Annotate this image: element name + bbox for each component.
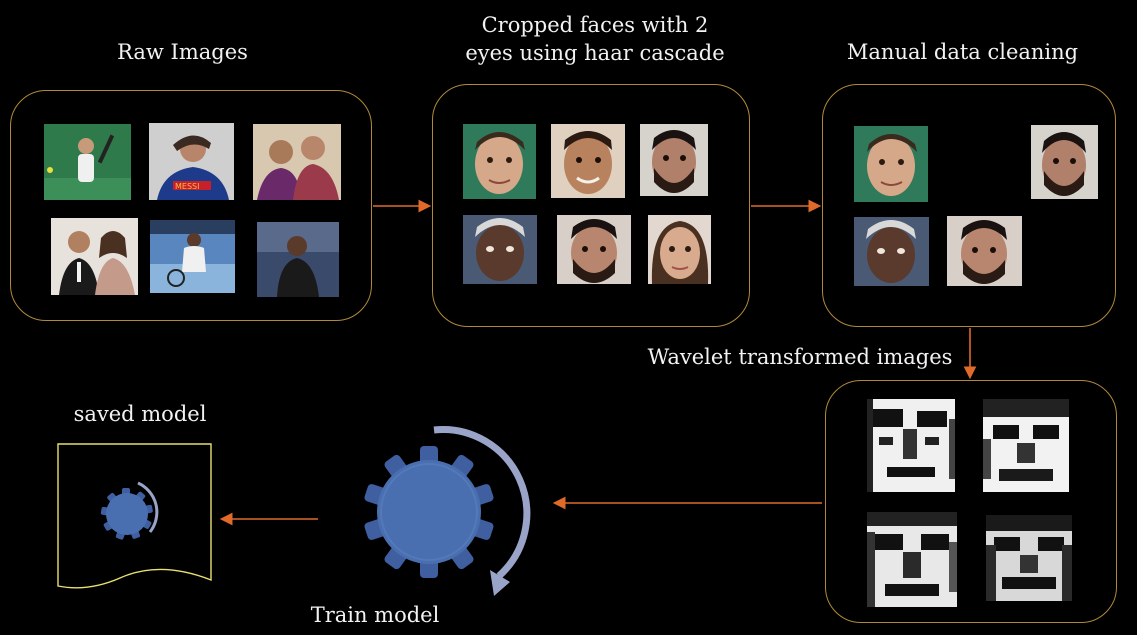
- wavelet-label: Wavelet transformed images: [647, 345, 953, 369]
- gear-icon: [364, 426, 531, 596]
- raw-images-label: Raw Images: [117, 40, 248, 64]
- cropped-faces-label-line1: Cropped faces with 2: [481, 13, 709, 37]
- cleaned-face-serena: [854, 217, 929, 286]
- cleaned-faces-panel: [822, 84, 1116, 327]
- raw-image-serena: [257, 222, 339, 297]
- raw-image-tennis-1: [44, 124, 131, 200]
- wavelet-image-3: [867, 512, 957, 607]
- wavelet-image-1: [867, 399, 955, 492]
- wavelet-image-2: [983, 399, 1069, 492]
- cleaned-face-federer: [854, 126, 928, 202]
- cropped-face-federer: [463, 124, 536, 199]
- cropped-face-kohli-2: [557, 215, 631, 284]
- cropped-face-anushka: [648, 215, 711, 284]
- svg-text:MESSI: MESSI: [175, 182, 199, 191]
- document-icon: [57, 443, 212, 589]
- cropped-faces-label-line2: eyes using haar cascade: [465, 41, 725, 65]
- cropped-face-serena: [463, 215, 537, 284]
- cropped-faces-label: Cropped faces with 2 eyes using haar cas…: [430, 11, 760, 67]
- cropped-face-kohli-1: [640, 124, 708, 196]
- cropped-faces-panel: [432, 84, 750, 327]
- cleaned-face-kohli-1: [1031, 125, 1098, 199]
- raw-image-football: MESSI: [149, 123, 234, 200]
- manual-cleaning-label: Manual data cleaning: [846, 40, 1079, 64]
- raw-images-panel: [10, 90, 372, 321]
- saved-model-label: saved model: [73, 402, 207, 426]
- cleaned-face-kohli-2: [947, 216, 1022, 286]
- wavelet-image-4: [986, 515, 1072, 601]
- raw-image-couple: [51, 218, 138, 295]
- raw-image-cricket: [253, 124, 341, 200]
- gear-icon: [100, 481, 159, 540]
- wavelet-panel: [825, 380, 1117, 623]
- raw-image-tennis-2: [150, 220, 235, 293]
- cropped-face-dhoni: [551, 124, 625, 198]
- train-model-label: Train model: [310, 603, 440, 627]
